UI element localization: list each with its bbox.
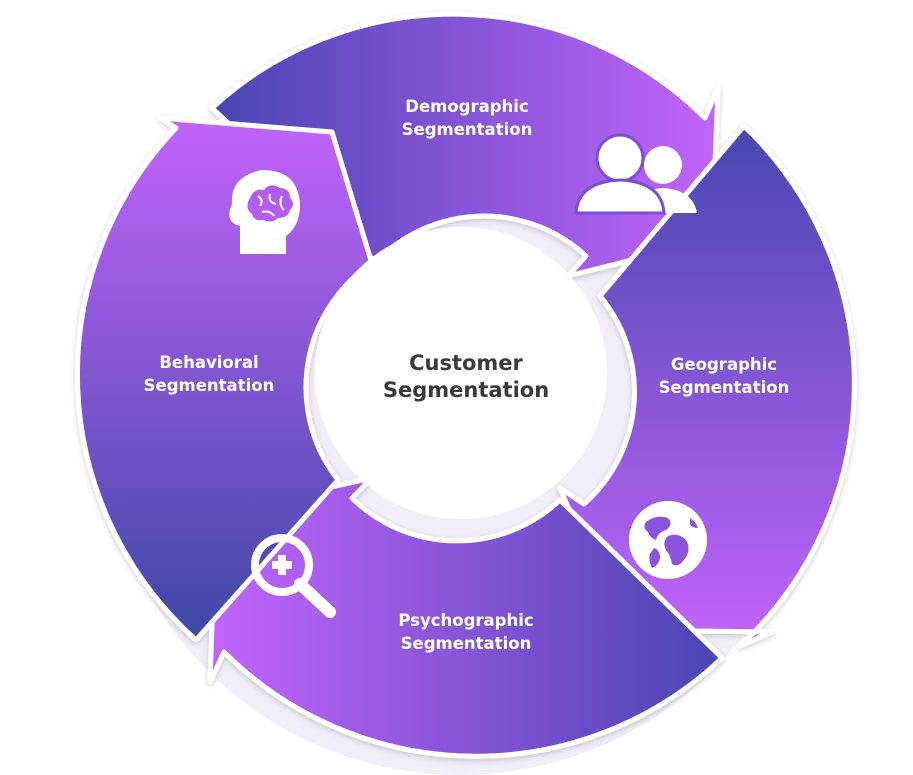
arrow-psychographic	[207, 475, 725, 759]
globe-icon	[629, 501, 707, 579]
behavioral-label-line1: Behavioral	[159, 353, 258, 372]
arrow-behavioral	[74, 115, 383, 643]
behavioral-label-line2: Segmentation	[144, 376, 275, 395]
psychographic-label-line2: Segmentation	[401, 634, 532, 653]
people-icon	[574, 133, 697, 215]
center-title-line2: Segmentation	[383, 378, 549, 402]
magnifier-plus-icon	[251, 534, 336, 618]
geographic-label-line1: Geographic	[671, 355, 777, 374]
brain-head-icon	[229, 170, 300, 254]
center-circle	[315, 227, 607, 519]
demographic-label-line2: Segmentation	[402, 120, 533, 139]
psychographic-label-line1: Psychographic	[398, 611, 533, 630]
demographic-label-line1: Demographic	[405, 97, 529, 116]
center-title-line1: Customer	[409, 351, 523, 375]
geographic-label-line2: Segmentation	[659, 378, 790, 397]
arrow-geographic	[557, 123, 857, 649]
